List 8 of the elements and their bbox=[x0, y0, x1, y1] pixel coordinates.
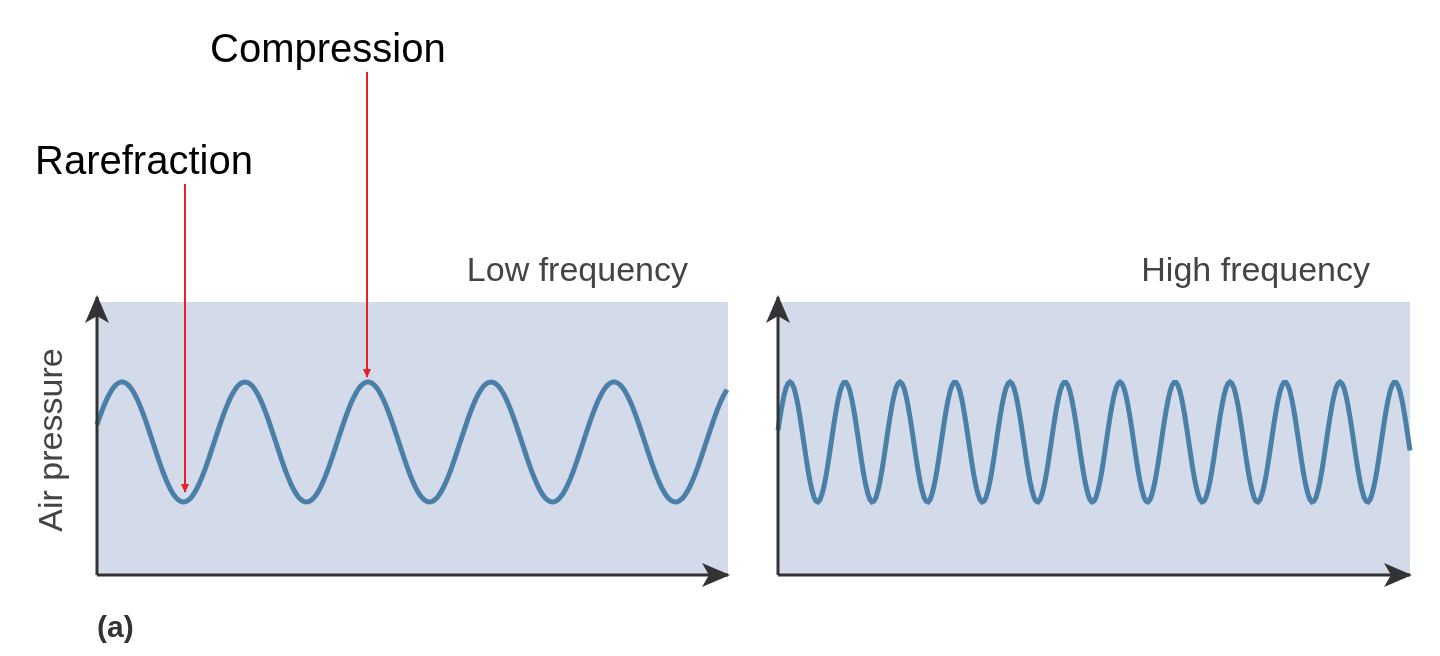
callout-label: Rarefraction bbox=[35, 140, 253, 180]
leader-line bbox=[363, 71, 371, 378]
leader-line bbox=[181, 183, 189, 493]
callout-label: Compression bbox=[210, 28, 446, 68]
axis-label: Air pressure bbox=[33, 348, 67, 532]
panel-title: Low frequency bbox=[466, 252, 688, 286]
figure-label: (a) bbox=[97, 612, 134, 642]
panel-title: High frequency bbox=[1141, 252, 1370, 286]
